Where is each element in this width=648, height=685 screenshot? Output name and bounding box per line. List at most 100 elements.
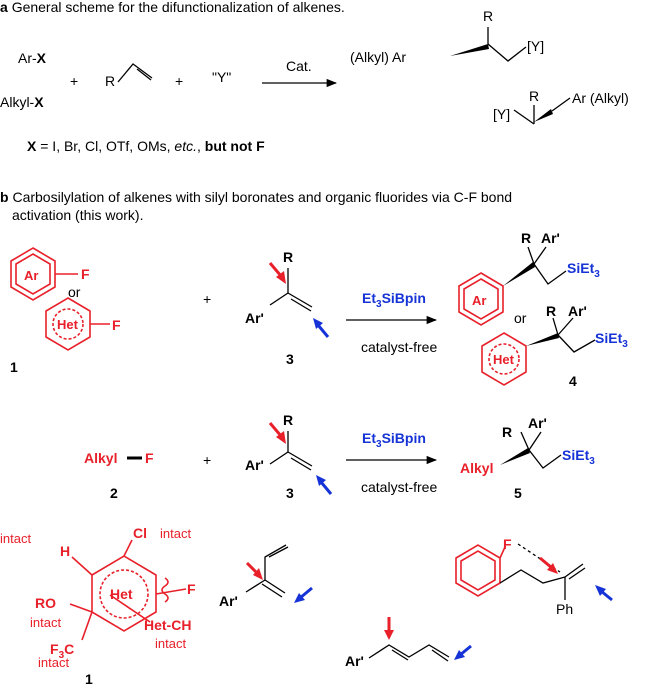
heteroaryl-fluoride-f: F: [112, 317, 121, 333]
compound-1-label: 1: [10, 359, 18, 375]
alkyl-fluoride-f: F: [145, 450, 154, 466]
product-a2-ar-alkyl: Ar (Alkyl): [572, 90, 629, 106]
red-arrow-diene1: [245, 561, 263, 580]
scope-f: F: [187, 581, 196, 597]
alkene3-r: R: [283, 249, 293, 265]
product5-wedge: [500, 448, 530, 465]
alkene-r-label: R: [105, 73, 115, 89]
panel-b-header-2: activation (this work).: [12, 207, 143, 223]
product-a1-bonds: [487, 27, 527, 62]
alkene3b-ar-prime: Ar': [245, 457, 264, 473]
panel-b-letter: b: [0, 189, 9, 205]
diene1-bonds: [245, 544, 289, 598]
alkene3b-r: R: [283, 412, 293, 428]
heteroaryl-fluoride-ring: [45, 297, 110, 351]
aryl-halide: Ar-X: [18, 50, 47, 66]
scope-cl: Cl: [133, 525, 147, 541]
product-a1-alkyl-ar: (Alkyl) Ar: [350, 49, 406, 65]
alkyl-halide: Alkyl-X: [0, 94, 44, 110]
red-arrow-fluoroaryl: [539, 556, 558, 574]
blue-arrow-diene1: [294, 586, 313, 603]
product-a1-r: R: [483, 8, 493, 24]
product4a-ar-prime: Ar': [541, 230, 560, 246]
plus-sign-3: +: [203, 291, 211, 307]
panel-b-header: b Carbosilylation of alkenes with silyl …: [0, 189, 512, 205]
product-a2-y: [Y]: [493, 106, 510, 122]
scope-f3c: F3C: [50, 641, 74, 661]
panel-b-row1: Ar F or Het F 1 + R Ar' 3: [10, 230, 628, 389]
panel-a-letter: a: [0, 0, 8, 15]
scope-h: H: [60, 543, 70, 559]
diene2-bonds: [368, 644, 450, 662]
fluoroaryl-ph: Ph: [556, 601, 573, 617]
red-arrow-diene2: [384, 617, 394, 640]
blue-attack-arrow-2: [316, 475, 333, 495]
compound-5-label: 5: [514, 485, 522, 501]
aryl-fluoride-ring: [10, 247, 78, 301]
plus-sign-1: +: [70, 73, 78, 89]
product4a-ar: Ar: [472, 293, 486, 308]
product5-bonds: [520, 431, 562, 469]
product4a-sieet: SiEt3: [567, 260, 600, 280]
panel-a-header: a General scheme for the difunctionaliza…: [0, 0, 345, 15]
intact-label-1: intact: [0, 531, 31, 546]
alkene3b-bonds: [269, 431, 313, 471]
product4b-ar-prime: Ar': [568, 303, 587, 319]
catalyst-free-2: catalyst-free: [361, 479, 437, 495]
product4a-r: R: [521, 230, 531, 246]
intact-label-2: intact: [160, 526, 191, 541]
catalyst-free-1: catalyst-free: [361, 339, 437, 355]
fluoroaryl-ring: [455, 544, 501, 597]
panel-b-title-line1: Carbosilylation of alkenes with silyl bo…: [12, 189, 513, 205]
product4b-sieet: SiEt3: [595, 330, 628, 350]
product4b-wedge: [526, 333, 559, 346]
fluoroaryl-f: F: [503, 536, 512, 552]
product4a-wedge: [503, 262, 535, 286]
product-a2-r: R: [529, 88, 539, 104]
panel-b-row2: Alkyl F 2 + R Ar' 3 Et3SiBpin catalyst-f…: [84, 412, 595, 501]
alkyl-fluoride-alkyl: Alkyl: [84, 450, 117, 466]
compound-3-label-2: 3: [286, 485, 294, 501]
product4b-bonds: [552, 317, 596, 353]
blue-arrow-fluoroaryl: [595, 585, 613, 602]
intact-label-5: intact: [38, 655, 69, 670]
intact-label-3: intact: [30, 615, 61, 630]
product-a1-wedge: [450, 44, 489, 56]
blue-arrow-diene2: [454, 644, 472, 660]
catalyst-label: Cat.: [286, 58, 312, 74]
or-label-1: or: [68, 284, 81, 300]
plus-sign-2: +: [175, 73, 183, 89]
product5-ar-prime: Ar': [528, 415, 547, 431]
product4b-het: Het: [493, 352, 515, 367]
compound-2-label: 2: [110, 485, 118, 501]
alkene3-ar-prime: Ar': [245, 310, 264, 326]
reagent-label-2: Et3SiBpin: [362, 430, 426, 450]
alkene3-bonds: [269, 268, 313, 312]
red-attack-arrow-2: [268, 422, 286, 444]
product4b-r: R: [546, 303, 556, 319]
panel-a-title: General scheme for the difunctionalizati…: [11, 0, 345, 15]
product-a2-wedge: [534, 109, 553, 122]
product-a1-y: [Y]: [527, 38, 544, 54]
panel-b-title-line2: activation (this work).: [12, 207, 144, 223]
substrate-scope-ring: [69, 539, 187, 641]
compound-3-label-1: 3: [286, 351, 294, 367]
scope-ro: RO: [35, 595, 56, 611]
panel-c: intact H Cl intact RO intact Het F Het-C…: [0, 525, 613, 685]
panel-a: Ar-X Alkyl-X + R + "Y" Cat. (Alkyl) Ar R…: [0, 8, 629, 154]
plus-sign-4: +: [203, 452, 211, 468]
x-definition: X = I, Br, Cl, OTf, OMs, etc., but not F: [27, 138, 265, 154]
scope-het-ch: Het-CH: [144, 617, 191, 633]
product-a2-bonds: [513, 97, 571, 125]
alkene-bonds: [117, 63, 153, 83]
compound-1-label-2: 1: [85, 671, 93, 685]
product4a-bonds: [527, 246, 567, 285]
intact-label-4: intact: [155, 636, 186, 651]
y-reagent: "Y": [212, 69, 231, 85]
compound-4-label: 4: [569, 373, 577, 389]
scope-het: Het: [110, 586, 133, 602]
product5-r: R: [502, 424, 512, 440]
fluoroaryl-cf-bond: [499, 546, 506, 559]
blue-attack-arrow-1: [313, 318, 330, 338]
